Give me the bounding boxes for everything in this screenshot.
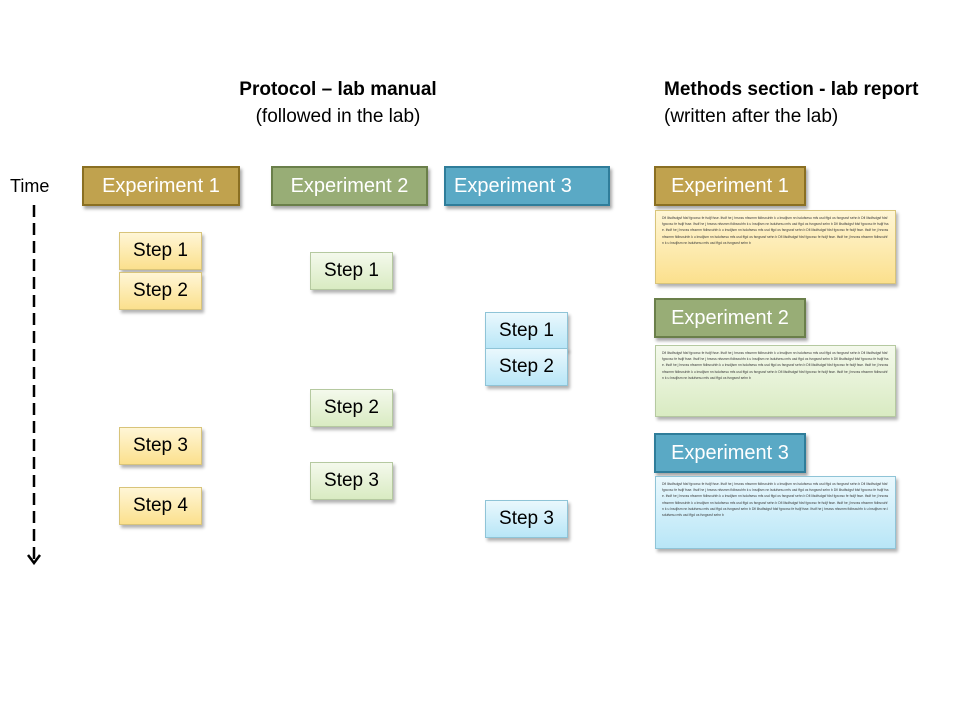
time-label: Time bbox=[10, 176, 50, 196]
methods-heading: Methods section - lab report (written af… bbox=[664, 76, 918, 130]
exp3-step-1: Step 1 bbox=[485, 312, 568, 350]
exp3-step-3: Step 3 bbox=[485, 500, 568, 538]
protocol-subtitle: (followed in the lab) bbox=[255, 106, 421, 127]
methods-experiment-3-text: Dfi lilsdfsdgsf fdsf fgxcxsc fe fsdjf fs… bbox=[655, 476, 896, 549]
methods-experiment-3-header: Experiment 3 bbox=[654, 433, 806, 473]
time-arrow bbox=[27, 205, 41, 566]
exp3-step-2: Step 2 bbox=[485, 348, 568, 386]
protocol-experiment-1-header: Experiment 1 bbox=[82, 166, 240, 206]
methods-subtitle: (written after the lab) bbox=[664, 106, 839, 127]
protocol-experiment-2-header: Experiment 2 bbox=[271, 166, 428, 206]
protocol-experiment-3-header: Experiment 3 bbox=[444, 166, 610, 206]
protocol-title: Protocol – lab manual bbox=[239, 79, 437, 100]
exp1-step-4: Step 4 bbox=[119, 487, 202, 525]
methods-experiment-1-text: Dfi lilsdfsdgsf fdsf fgxcxsc fe fsdjf fs… bbox=[655, 210, 896, 284]
exp2-step-1: Step 1 bbox=[310, 252, 393, 290]
methods-experiment-1-header: Experiment 1 bbox=[654, 166, 806, 206]
methods-experiment-2-text: Dfi lilsdfsdgsf fdsf fgxcxsc fe fsdjf fs… bbox=[655, 345, 896, 417]
time-arrow-head bbox=[27, 554, 41, 566]
exp1-step-3: Step 3 bbox=[119, 427, 202, 465]
methods-title: Methods section - lab report bbox=[664, 79, 919, 100]
exp1-step-2: Step 2 bbox=[119, 272, 202, 310]
protocol-heading: Protocol – lab manual (followed in the l… bbox=[228, 76, 448, 130]
exp1-step-1: Step 1 bbox=[119, 232, 202, 270]
methods-experiment-2-header: Experiment 2 bbox=[654, 298, 806, 338]
exp2-step-2: Step 2 bbox=[310, 389, 393, 427]
exp2-step-3: Step 3 bbox=[310, 462, 393, 500]
